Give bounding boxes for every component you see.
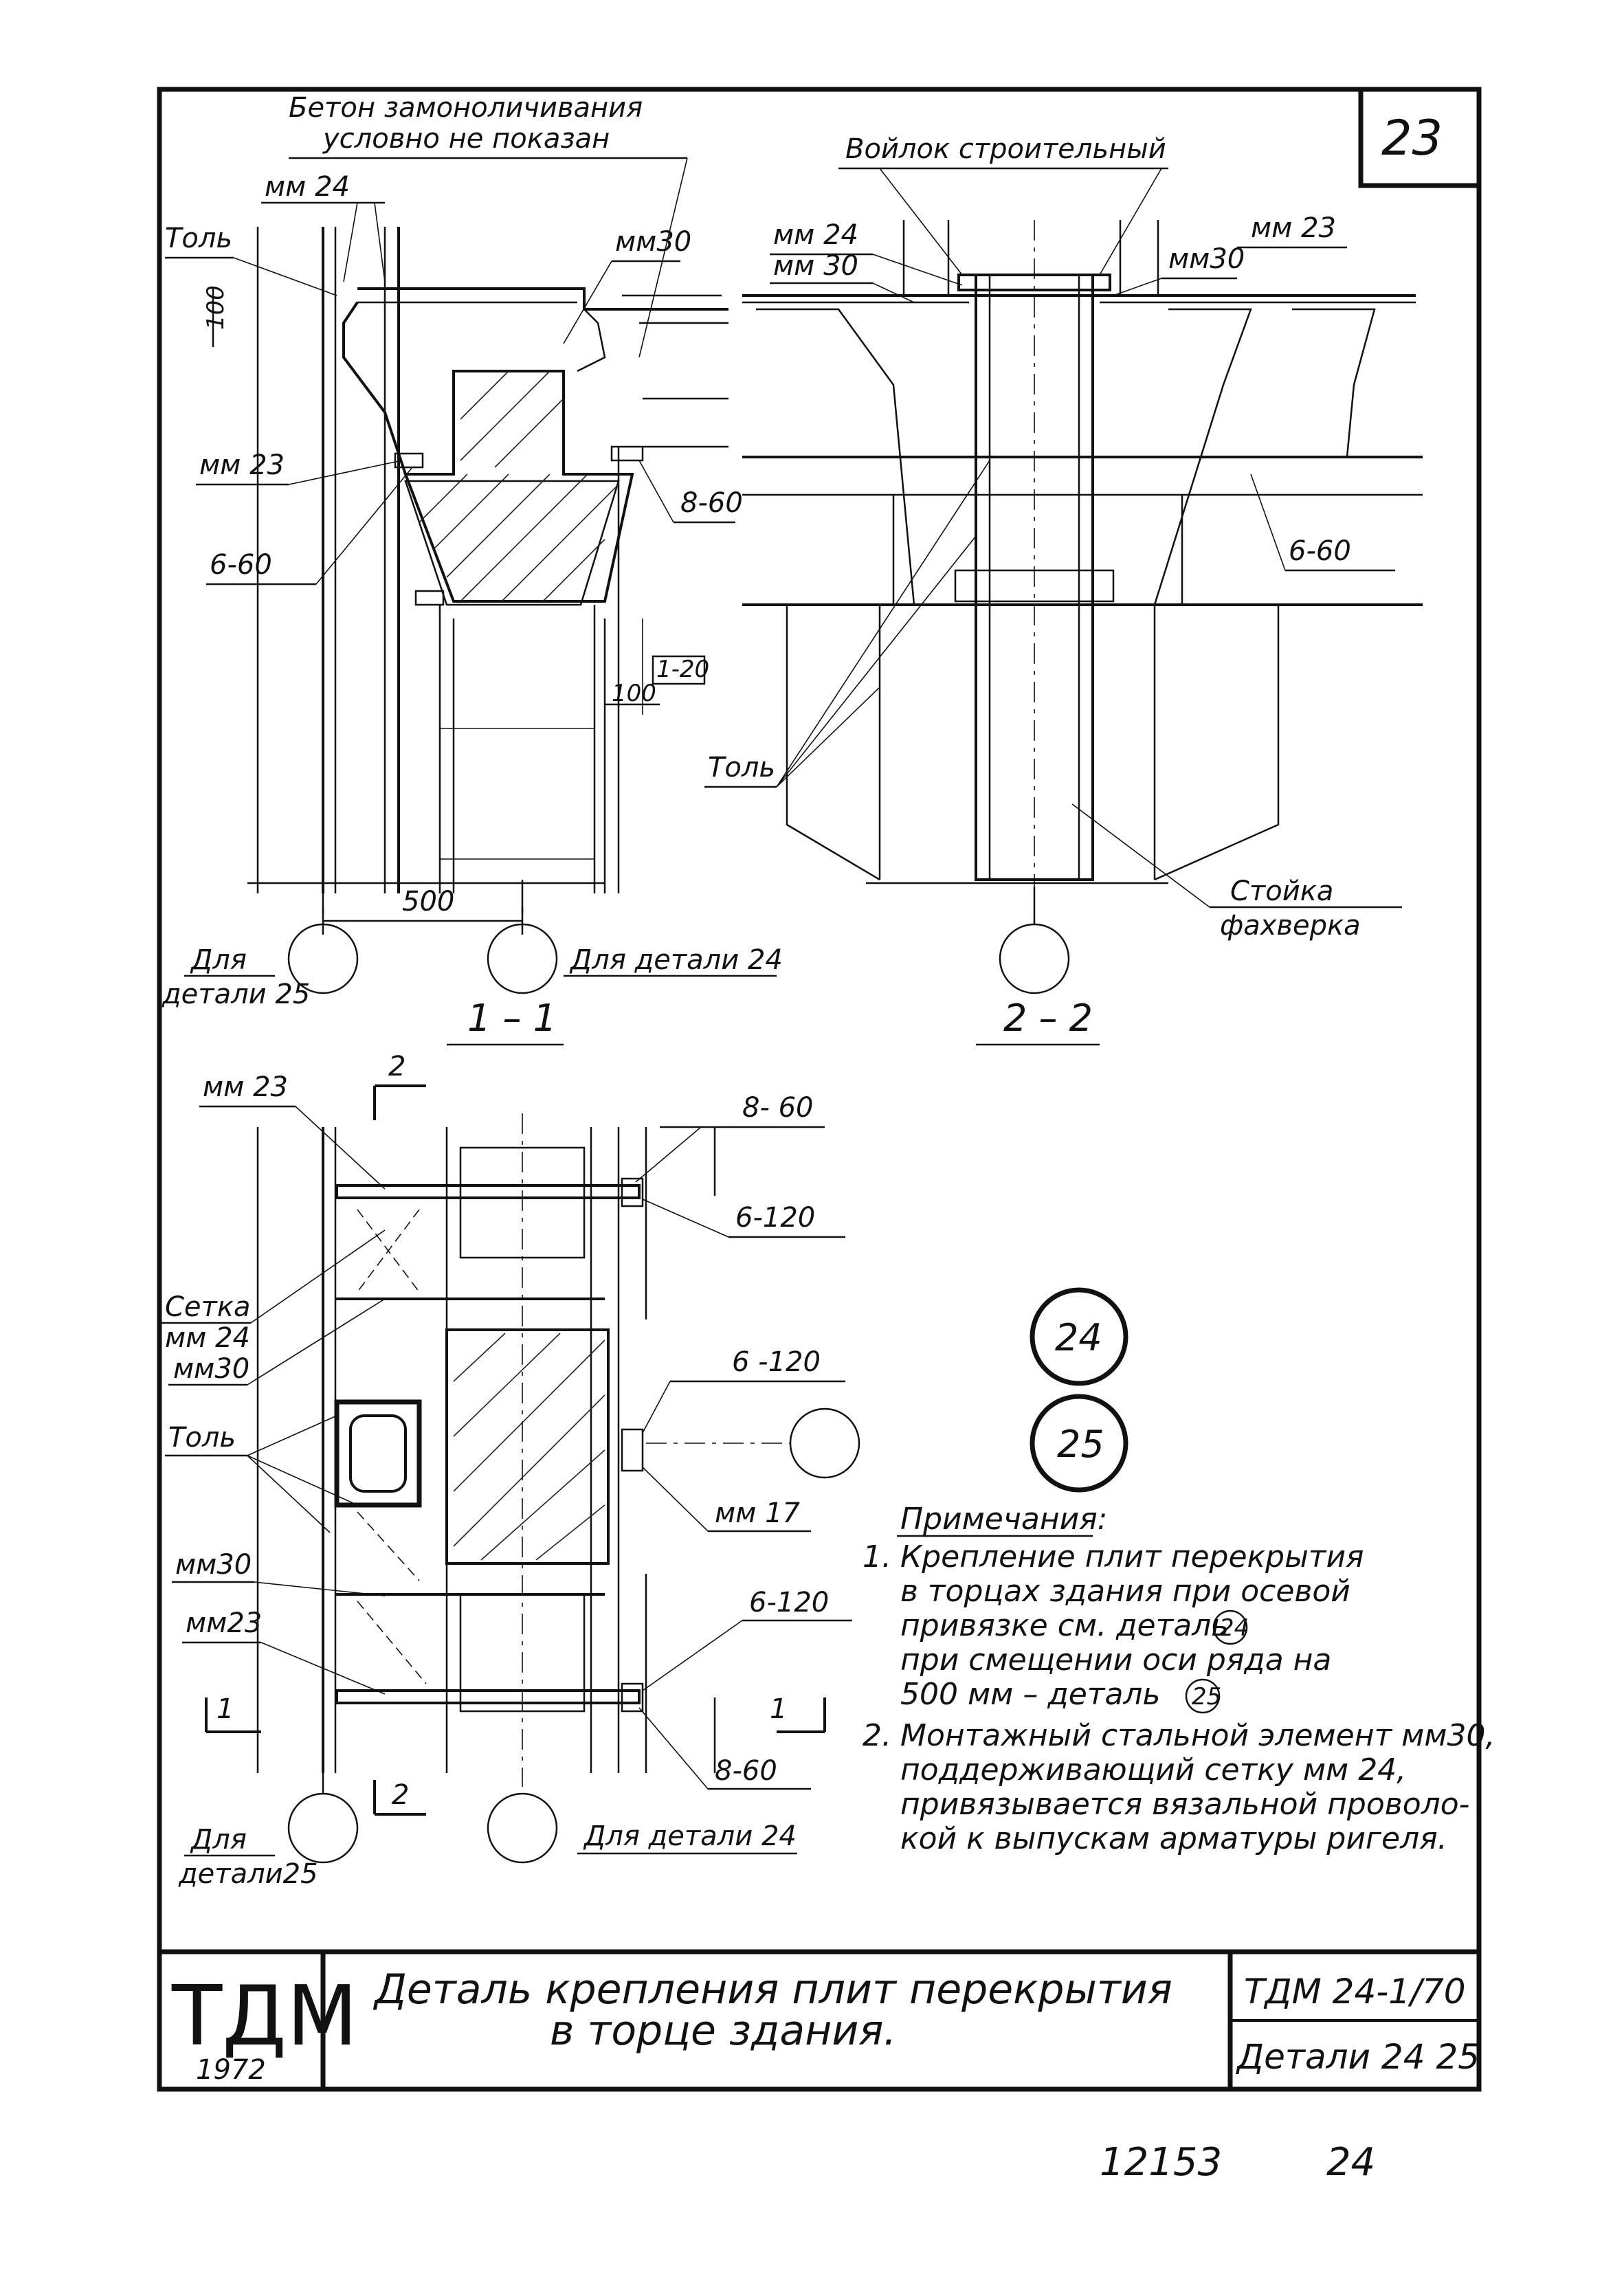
notes-heading: Примечания:: [900, 1502, 1108, 1537]
detail-ref-25: 25: [1057, 1423, 1104, 1466]
section-1-1: 500 Бетон замоноличивания условно не пок…: [162, 92, 783, 1046]
label-b120c-plan: 6-120: [749, 1587, 829, 1618]
axis-caption-left-plan-line1: Для: [190, 1824, 247, 1856]
footer-number: 12153: [1100, 2140, 1222, 2185]
note-1-num: 1.: [863, 1539, 891, 1574]
label-tol-plan: Толь: [168, 1422, 236, 1454]
axis-marker-left-plan: [287, 1792, 359, 1864]
label-tol-1-1: Толь: [165, 223, 232, 254]
label-b60-a-1-1: 8-60: [680, 487, 743, 519]
label-mm24-1-1: мм 24: [265, 171, 350, 203]
label-b60a-plan: 8- 60: [742, 1092, 814, 1124]
concrete-note-line1: Бетон замоноличивания: [289, 92, 643, 124]
title-block-code: ТДМ 24-1/70: [1244, 1972, 1466, 2012]
girder-hatch: [419, 370, 619, 602]
sheet-frame: [157, 87, 1482, 2092]
sheet-number: 23: [1381, 110, 1443, 166]
title-block-year: 1972: [196, 2054, 266, 2086]
label-mark-1-20: 1-20: [656, 656, 709, 683]
footer-page: 24: [1326, 2140, 1375, 2185]
plan-view: 2 2 1 1 мм 23 8- 60 6-120 Сетка мм 24 мм…: [162, 1051, 860, 1890]
dim-500: 500: [402, 886, 454, 917]
cut-2-top: 2: [388, 1051, 405, 1082]
section-2-2: Войлок строительный мм 24 мм 30 мм 23 мм…: [704, 133, 1423, 1046]
title-block-title-line1: Деталь крепления плит перекрытия: [372, 1965, 1172, 2014]
notes-block: Примечания: 1. Крепление плит перекрытия…: [863, 1502, 1495, 1856]
detail-ref-25-circle: [1030, 1394, 1128, 1493]
note-ref-25: 25: [1192, 1683, 1221, 1711]
note-1-line1: Крепление плит перекрытия: [900, 1539, 1364, 1574]
cut-1-left: 1: [216, 1693, 234, 1725]
cut-2-bottom: 2: [392, 1779, 409, 1811]
label-mm24-plan: мм 24: [165, 1322, 250, 1354]
concrete-note-line2: условно не показан: [322, 123, 610, 155]
title-block-org: ТДМ: [171, 1969, 358, 2064]
detail-references: 24 25: [1030, 1287, 1128, 1493]
label-mm30-1-1: мм30: [615, 226, 691, 258]
dim-100-bottom: 100: [612, 680, 656, 707]
label-mm30b-plan: мм30: [175, 1549, 252, 1581]
note-2-line3: привязывается вязальной проволо-: [900, 1787, 1470, 1822]
plan-hatch: [453, 1333, 605, 1561]
detail-ref-24-circle: [1030, 1287, 1128, 1386]
title-block-details: Детали 24 25: [1236, 2037, 1480, 2077]
label-post-line1: Стойка: [1230, 876, 1333, 907]
axis-caption-left-1-1-line1: Для: [190, 944, 247, 976]
section-1-1-title: 1 – 1: [467, 996, 557, 1040]
label-felt: Войлок строительный: [845, 133, 1166, 165]
axis-caption-right-1-1: Для детали 24: [569, 944, 783, 976]
label-mm30-plan: мм30: [173, 1353, 249, 1385]
channel-tol: [334, 1399, 422, 1508]
axis-marker-right-plan: [487, 1792, 558, 1864]
note-2-num: 2.: [863, 1718, 891, 1753]
label-b60b-plan: 8-60: [715, 1755, 777, 1787]
label-mm30b-2-2: мм30: [1168, 243, 1245, 275]
label-b120a-plan: 6-120: [735, 1202, 815, 1234]
section-2-2-title: 2 – 2: [1003, 996, 1093, 1040]
sheet-number-box: 23: [1358, 87, 1482, 188]
label-mm24-2-2: мм 24: [773, 219, 858, 251]
label-mm23-2-2: мм 23: [1251, 212, 1336, 244]
title-block-title-line2: в торце здания.: [550, 2007, 897, 2055]
label-tol-2-2: Толь: [708, 752, 775, 783]
girder-section-1-1: [403, 370, 634, 603]
label-b120b-plan: 6 -120: [732, 1346, 821, 1378]
note-ref-24-circle: [1212, 1610, 1248, 1645]
axis-marker-right-1-1: [487, 923, 558, 994]
label-mm23-plan: мм 23: [203, 1071, 288, 1103]
dim-100-top: 100: [202, 285, 230, 330]
label-mm23-1-1: мм 23: [199, 449, 285, 481]
axis-marker-right-side-plan: [789, 1407, 860, 1479]
detail-ref-24: 24: [1055, 1316, 1102, 1359]
note-ref-25-circle: [1185, 1678, 1221, 1714]
label-mm17-plan: мм 17: [715, 1497, 801, 1529]
cut-1-right: 1: [770, 1693, 787, 1725]
title-block: ТДМ 1972 Деталь крепления плит перекрыти…: [159, 1949, 1480, 2089]
label-b60-2-2: 6-60: [1289, 535, 1351, 567]
note-1-line4: при смещении оси ряда на: [900, 1642, 1331, 1678]
note-2-line2: поддерживающий сетку мм 24,: [900, 1752, 1406, 1787]
note-1-line3: привязке см. деталь: [900, 1608, 1229, 1643]
label-post-line2: фахверка: [1220, 910, 1361, 942]
label-b60-b-1-1: 6-60: [210, 549, 272, 581]
axis-marker-2-2: [999, 923, 1070, 994]
note-1-line2: в торцах здания при осевой: [900, 1574, 1350, 1609]
axis-caption-left-1-1-line2: детали 25: [162, 979, 310, 1010]
label-mm30-2-2: мм 30: [773, 250, 858, 282]
axis-caption-right-plan: Для детали 24: [583, 1820, 797, 1852]
label-mm23b-plan: мм23: [186, 1607, 262, 1639]
note-2-line4: кой к выпускам арматуры ригеля.: [900, 1821, 1447, 1856]
note-ref-24: 24: [1219, 1614, 1249, 1642]
axis-marker-left-1-1: [287, 923, 359, 994]
axis-caption-left-plan-line2: детали25: [178, 1858, 318, 1890]
label-setka: Сетка: [165, 1291, 251, 1323]
note-1-line5: 500 мм – деталь: [900, 1677, 1160, 1712]
note-2-line1: Монтажный стальной элемент мм30,: [900, 1718, 1495, 1753]
